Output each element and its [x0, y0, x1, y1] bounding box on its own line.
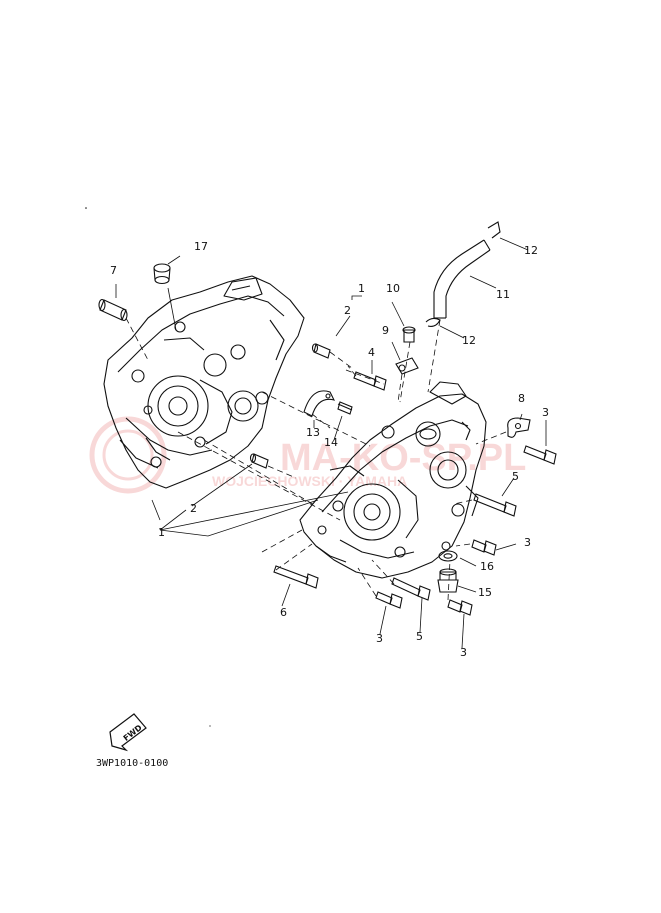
diagram-code: 3WP1010-0100	[96, 758, 168, 769]
part-6-bolt	[273, 565, 319, 589]
part-10-screw	[402, 326, 416, 343]
callout-1-top: 1	[358, 282, 365, 295]
right-crankcase	[299, 381, 487, 579]
watermark-tagline: WOJCIECHOWSKI · YAMAHA	[212, 473, 407, 489]
watermark-brand: MA-KO-SP.PL	[280, 437, 526, 479]
callout-5-b: 5	[416, 630, 423, 643]
part-3-bolt-d	[447, 599, 473, 616]
part-5-bolt-a	[473, 493, 517, 517]
callout-11: 11	[496, 288, 510, 301]
callout-7: 7	[110, 264, 117, 277]
part-12-clip-lower	[425, 317, 441, 327]
part-7-pin	[98, 298, 128, 322]
callout-3-a: 3	[542, 406, 549, 419]
callout-9: 9	[382, 324, 389, 337]
part-13-clamp	[303, 390, 336, 417]
callout-3-d: 3	[460, 646, 467, 659]
callout-12-a: 12	[524, 244, 538, 257]
callout-6: 6	[280, 606, 287, 619]
dashed-lines	[125, 317, 507, 601]
part-3-bolt-a	[523, 445, 557, 465]
part-2-dowel-lower	[249, 453, 269, 469]
part-16-washer	[438, 550, 458, 562]
callout-5-a: 5	[512, 470, 519, 483]
watermark-logo-icon	[89, 416, 167, 494]
callout-15: 15	[478, 586, 492, 599]
part-4-bolt	[353, 371, 387, 391]
callout-17: 17	[194, 240, 208, 253]
part-9-fitting	[395, 357, 419, 375]
callout-2-bottom: 2	[190, 502, 197, 515]
part-15-plug	[437, 568, 459, 593]
callout-13: 13	[306, 426, 320, 439]
callout-3-b: 3	[524, 536, 531, 549]
leader-lines	[115, 237, 547, 649]
callout-16: 16	[480, 560, 494, 573]
part-17-grommet	[153, 263, 171, 285]
parts	[98, 221, 557, 616]
part-12-clip-upper	[487, 221, 501, 239]
part-3-bolt-c	[375, 591, 403, 609]
callout-10: 10	[386, 282, 400, 295]
callout-1-bottom: 1	[158, 526, 165, 539]
callout-12-b: 12	[462, 334, 476, 347]
fwd-arrow-icon: FWD	[109, 713, 147, 752]
left-crankcase	[103, 275, 305, 489]
callout-4: 4	[368, 346, 375, 359]
callout-2-top: 2	[344, 304, 351, 317]
part-14-screw	[337, 401, 353, 415]
callout-14: 14	[324, 436, 338, 449]
callout-8: 8	[518, 392, 525, 405]
callout-3-c: 3	[376, 632, 383, 645]
callouts: 1 2 1 2 3 3 3 3 4 5 5 6 7 8 9 10 11 12 1…	[110, 240, 549, 659]
part-8-clamp	[507, 417, 531, 438]
part-11-hose	[433, 239, 491, 319]
part-2-dowel-upper	[311, 343, 331, 359]
part-3-bolt-b	[471, 539, 497, 556]
